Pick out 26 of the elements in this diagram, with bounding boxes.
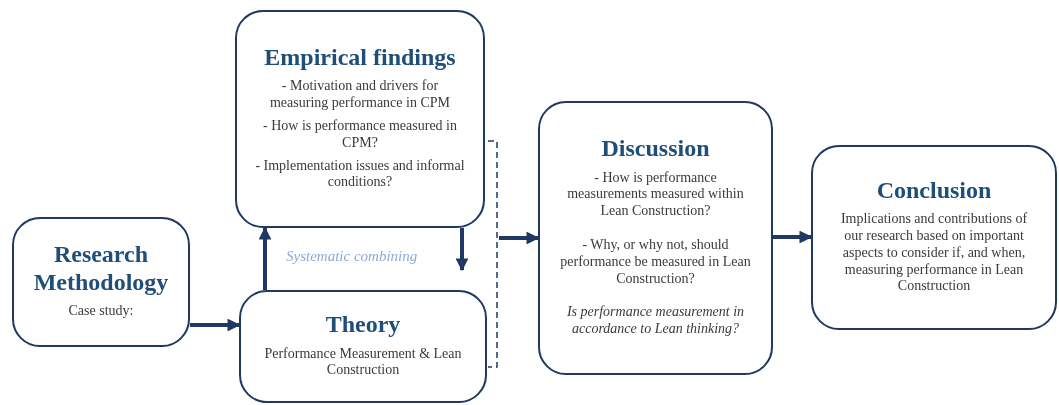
box-title: Discussion: [601, 135, 710, 163]
annotation-text: Systematic combining: [286, 248, 418, 265]
dashed-bracket: [487, 140, 499, 368]
box-title: Conclusion: [876, 176, 992, 205]
box-text: - How is performance measured in CPM?: [262, 118, 458, 152]
box-text: Performance Measurement & Lean Construction: [263, 345, 463, 380]
research-methodology-box: [12, 217, 190, 347]
box-title: Research Methodology: [32, 241, 170, 297]
box-title: Theory: [325, 310, 401, 339]
findings-box: [235, 10, 485, 228]
arrow: [499, 231, 540, 245]
arrow: [190, 318, 241, 332]
arrow: [455, 228, 469, 272]
box-text: Is performance measurement in accordance to Lean thinking?: [565, 304, 746, 338]
box-text: - How is performance measurements measured within Lean Construction?: [566, 169, 745, 220]
arrow: [258, 226, 272, 290]
box-text: Case study:: [67, 303, 135, 320]
box-text: - Motivation and drivers for measuring performance in CPM: [269, 78, 451, 112]
discussion-box: [538, 101, 773, 375]
box-text: - Implementation issues and informal conditions?: [254, 157, 466, 192]
arrow: [773, 230, 813, 244]
box-title: Empirical findings: [264, 43, 456, 72]
conclusion-box: [811, 145, 1057, 330]
box-text: Implications and contributions of our research based on important aspects to consider if, and when, measuring performance in Lean Construction: [839, 211, 1029, 296]
theory-box: [239, 290, 487, 403]
box-text: - Why, or why not, should performance be measured in Lean Construction?: [559, 237, 752, 288]
